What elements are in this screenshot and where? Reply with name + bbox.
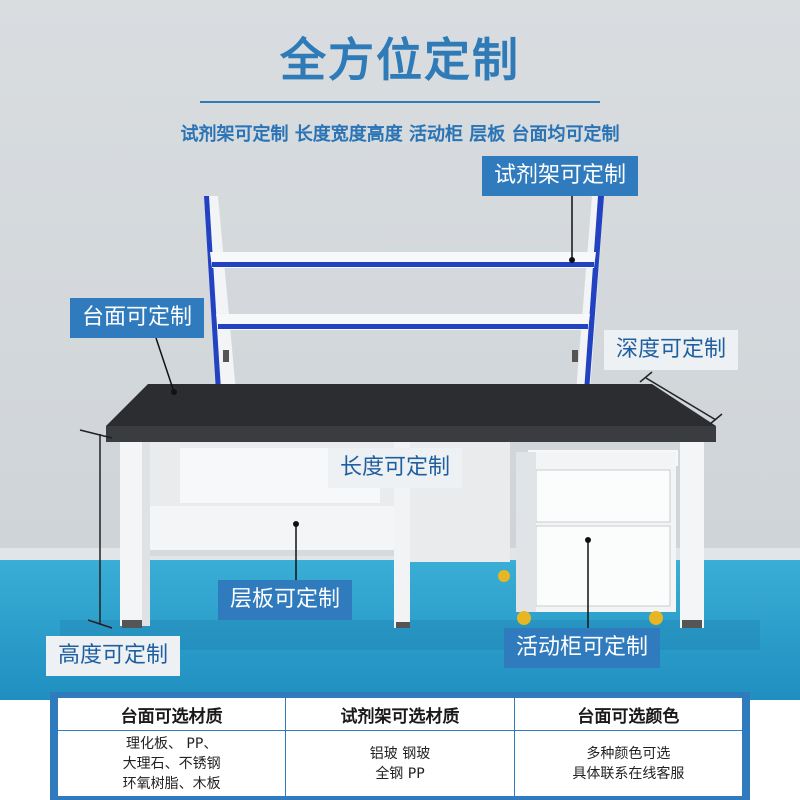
mobile-cabinet: [498, 450, 678, 625]
spec-line: 环氧树脂、木板: [122, 775, 221, 792]
height-dimension-cap: [79, 429, 113, 439]
title-divider: [200, 101, 600, 103]
table-row: 理化板、 PP、 大理石、不锈钢 环氧树脂、木板 铝玻 钢玻 全钢 PP 多种颜…: [56, 730, 744, 797]
leader-countertop: [155, 337, 175, 393]
depth-dimension-cap: [709, 413, 723, 425]
leader-countertop-dot: [171, 389, 177, 395]
spec-cell-countertop-color: 多种颜色可选 具体联系在线客服: [513, 730, 744, 797]
callout-shelf: 层板可定制: [218, 580, 353, 620]
caster-icon: [498, 570, 510, 582]
spec-line: 具体联系在线客服: [572, 765, 685, 782]
rack-shelf-bottom-edge: [218, 324, 588, 329]
depth-dimension-cap: [639, 371, 653, 383]
page-subtitle: 试剂架可定制 长度宽度高度 活动柜 层板 台面均可定制: [180, 124, 620, 145]
callout-countertop: 台面可定制: [70, 298, 205, 338]
spec-header-countertop-color: 台面可选颜色: [513, 697, 744, 731]
callout-height: 高度可定制: [46, 636, 181, 676]
bench-right-foot: [682, 620, 702, 628]
rack-shelf-top-edge: [212, 262, 594, 267]
countertop: [106, 384, 716, 426]
leader-cabinet-dot: [585, 537, 591, 543]
rack-socket-left: [223, 350, 229, 362]
mobile-cabinet-door: [535, 525, 671, 607]
spec-line: 铝玻 钢玻: [369, 745, 431, 762]
spec-table: 台面可选材质 试剂架可选材质 台面可选颜色 理化板、 PP、 大理石、不锈钢 环…: [56, 697, 744, 797]
bench-middle-post: [394, 442, 410, 628]
bench-right-leg: [680, 442, 704, 628]
shelf-board: [150, 506, 394, 554]
leader-shelf-dot: [293, 521, 299, 527]
depth-dimension-line: [645, 377, 717, 421]
rack-right-upright-edge: [584, 196, 604, 392]
height-dimension-cap: [87, 619, 113, 629]
mobile-cabinet-side: [516, 452, 536, 612]
spec-header-rack-material: 试剂架可选材质: [285, 697, 515, 731]
callout-length: 长度可定制: [328, 448, 463, 488]
spec-cell-countertop-material: 理化板、 PP、 大理石、不锈钢 环氧树脂、木板: [56, 730, 287, 797]
callout-rack: 试剂架可定制: [482, 156, 639, 196]
bench-left-foot: [122, 620, 142, 628]
reagent-rack: [204, 196, 604, 392]
spec-header-countertop-material: 台面可选材质: [56, 697, 287, 731]
spec-line: 多种颜色可选: [586, 745, 671, 762]
shelf-board-edge: [150, 550, 394, 556]
spec-line: 全钢 PP: [375, 765, 425, 782]
caster-icon: [517, 611, 531, 625]
rack-left-upright-edge: [204, 196, 221, 392]
mobile-cabinet-drawer: [535, 469, 671, 523]
bench-mid-foot: [396, 622, 410, 628]
bench-left-leg: [120, 442, 142, 626]
spec-line: 大理石、不锈钢: [122, 755, 221, 772]
page-title: 全方位定制: [280, 33, 520, 87]
callout-depth: 深度可定制: [604, 330, 739, 370]
callout-cabinet: 活动柜可定制: [504, 628, 661, 668]
countertop-front-edge: [106, 426, 716, 442]
spec-line: 理化板、 PP、: [125, 735, 218, 752]
spec-cell-rack-material: 铝玻 钢玻 全钢 PP: [285, 730, 515, 797]
leader-rack-dot: [569, 257, 575, 263]
spec-table-header-row: 台面可选材质 试剂架可选材质 台面可选颜色: [56, 697, 744, 731]
caster-icon: [649, 611, 663, 625]
rack-socket-right: [572, 350, 578, 362]
bench-left-leg-side: [142, 442, 150, 626]
